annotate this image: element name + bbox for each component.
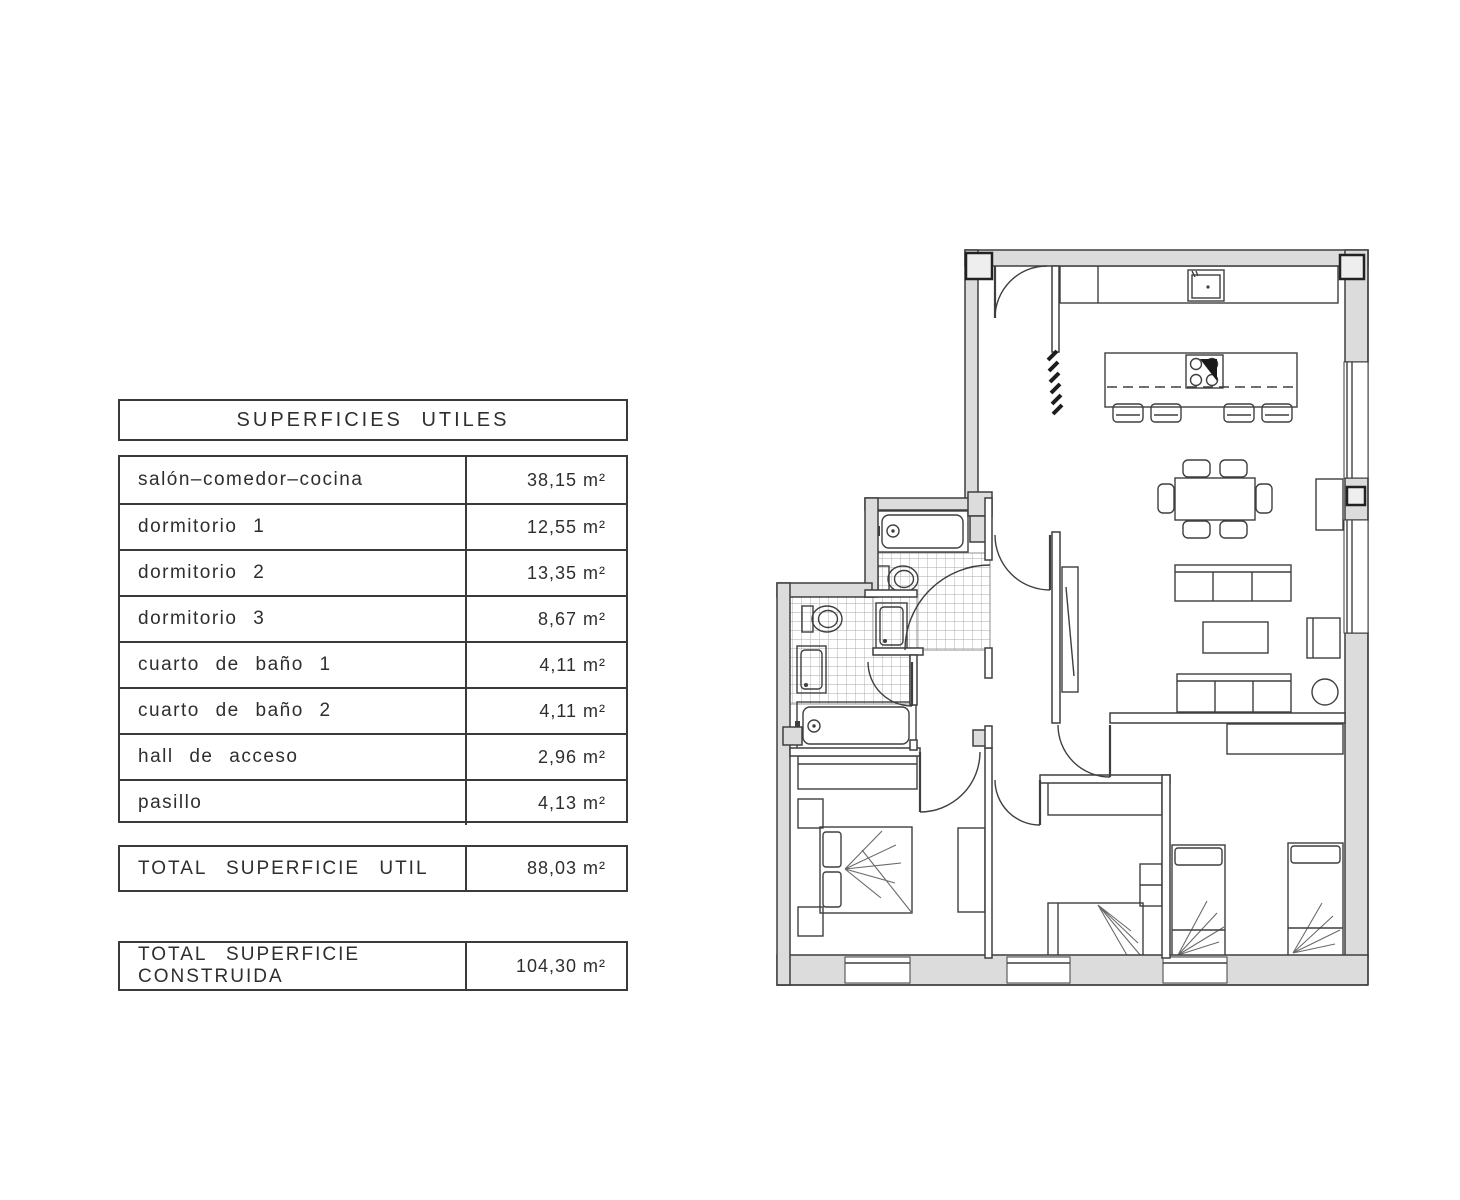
structural-columns [964, 251, 1367, 507]
wardrobe-dorm1 [797, 755, 918, 790]
coffee-table [1202, 621, 1269, 654]
kitchen-island [1104, 352, 1298, 408]
room-area: 4,13 m² [465, 781, 626, 825]
interior-walls [789, 265, 1346, 959]
bedroom-1-door [918, 751, 981, 813]
nightstand [797, 798, 824, 937]
bar-stools [1112, 403, 1293, 423]
table-row: hall de acceso 2,96 m² [120, 733, 626, 779]
table-title-text: SUPERFICIES UTILES [236, 408, 510, 431]
bathtub-1-icon [875, 510, 969, 553]
window-right-a [1343, 361, 1369, 479]
round-side-table [1311, 678, 1339, 706]
corridor-door [994, 534, 1052, 591]
table-row: pasillo 4,13 m² [120, 779, 626, 825]
bathroom-1-door [904, 564, 991, 651]
room-area: 38,15 m² [465, 457, 626, 503]
room-area: 4,11 m² [465, 689, 626, 733]
nightstand [1139, 863, 1163, 907]
window-bottom-1 [844, 956, 911, 984]
table-row: cuarto de baño 1 4,11 m² [120, 641, 626, 687]
floor-plan [776, 249, 1369, 986]
room-area: 8,67 m² [465, 597, 626, 641]
wall-cabinet [1315, 478, 1344, 531]
bathtub-2-icon [795, 701, 917, 750]
sofa-2 [1176, 673, 1292, 713]
wardrobe-dorm3 [1047, 780, 1163, 816]
window-right-b [1343, 519, 1369, 634]
total-built-value: 104,30 m² [465, 943, 626, 989]
kitchen-sink-icon [1187, 269, 1225, 302]
room-label: dormitorio 2 [138, 562, 266, 583]
bathroom-2-door [867, 661, 914, 707]
room-area: 2,96 m² [465, 735, 626, 779]
room-label: cuarto de baño 1 [138, 654, 332, 675]
room-label: dormitorio 1 [138, 516, 266, 537]
bedroom-2-door [1057, 724, 1112, 778]
room-label: hall de acceso [138, 746, 299, 767]
sofa-1 [1174, 564, 1292, 602]
dining-table [1174, 477, 1256, 521]
single-bed-dorm3 [1047, 902, 1144, 958]
dining-chairs [1157, 459, 1273, 539]
room-label: pasillo [138, 792, 203, 813]
table-row: dormitorio 2 13,35 m² [120, 549, 626, 595]
hatch-marks [1046, 349, 1064, 416]
entrance-door [993, 265, 1048, 319]
areas-table: salón–comedor–cocina 38,15 m² dormitorio… [118, 455, 628, 825]
window-bottom-2 [1006, 956, 1071, 984]
toilet-2-icon [801, 605, 843, 633]
single-bed-dorm2-a [1171, 844, 1226, 958]
total-built-label: TOTAL SUPERFICIE CONSTRUIDA [138, 944, 361, 987]
total-useful-area-box: TOTAL SUPERFICIE UTIL 88,03 m² [118, 845, 628, 892]
room-area: 13,35 m² [465, 551, 626, 595]
total-useful-label: TOTAL SUPERFICIE UTIL [138, 857, 429, 879]
bedroom-3-door [994, 779, 1042, 826]
room-label: dormitorio 3 [138, 608, 266, 629]
table-row: dormitorio 3 8,67 m² [120, 595, 626, 641]
cooktop-icon [1185, 354, 1224, 389]
room-label: cuarto de baño 2 [138, 700, 332, 721]
armchair [1306, 617, 1341, 659]
room-area: 4,11 m² [465, 643, 626, 687]
total-built-area-box: TOTAL SUPERFICIE CONSTRUIDA 104,30 m² [118, 941, 628, 991]
table-title: SUPERFICIES UTILES [118, 399, 628, 441]
room-label: salón–comedor–cocina [138, 469, 364, 490]
window-bottom-3 [1162, 956, 1228, 984]
table-row: salón–comedor–cocina 38,15 m² [120, 457, 626, 503]
room-area: 12,55 m² [465, 505, 626, 549]
table-row: dormitorio 1 12,55 m² [120, 503, 626, 549]
hall-cabinet [1061, 566, 1079, 693]
table-row: cuarto de baño 2 4,11 m² [120, 687, 626, 733]
single-bed-dorm2-b [1287, 842, 1344, 958]
double-bed [819, 826, 913, 914]
wardrobe-dorm2 [1226, 723, 1344, 755]
desk-dorm1 [957, 827, 986, 913]
total-useful-value: 88,03 m² [465, 847, 626, 890]
washbasin-2-icon [796, 645, 827, 694]
